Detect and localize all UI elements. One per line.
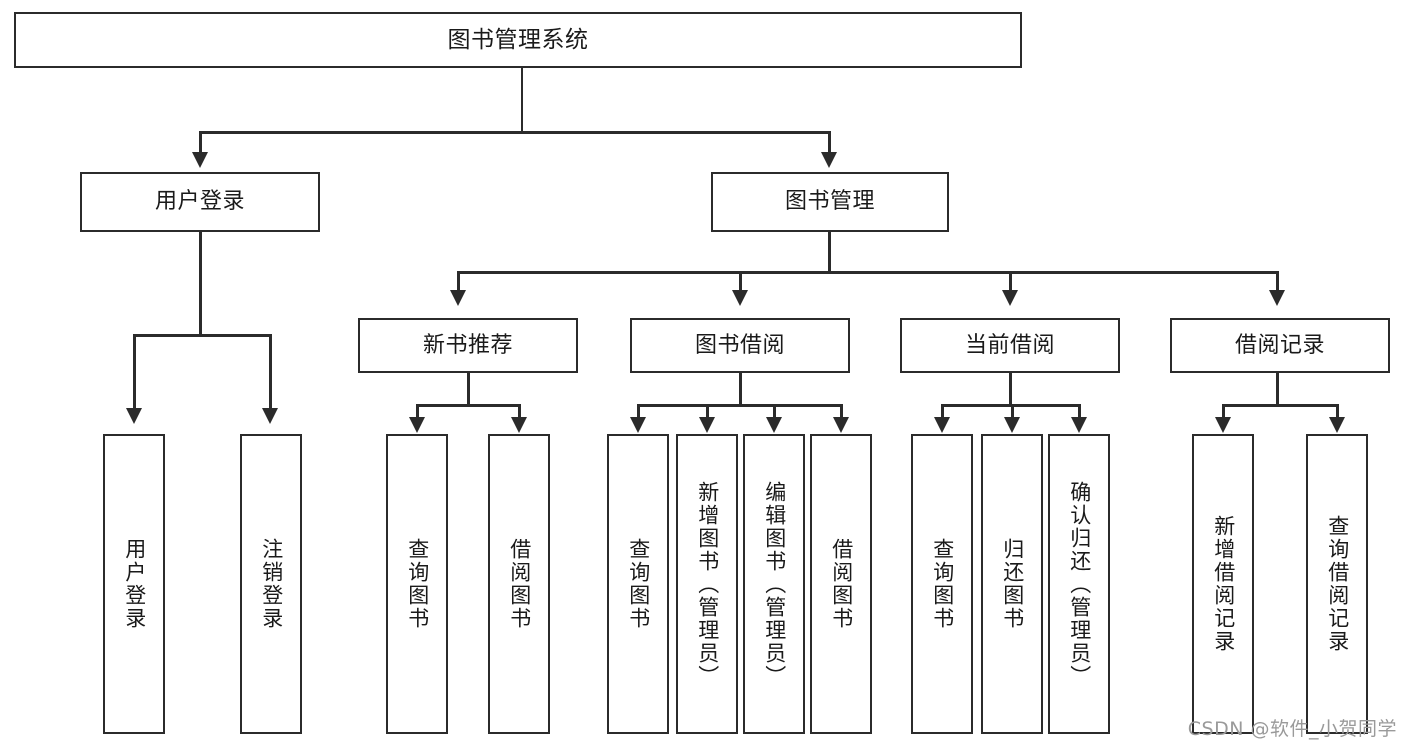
node-label: 归还图书 (1000, 538, 1025, 630)
arrow-user-login-leaf-1 (126, 408, 142, 424)
node-label: 图书借阅 (694, 332, 785, 358)
connector-book-borrow-bar (637, 404, 842, 407)
leaf-book-borrow-query[interactable]: 查询图书 (607, 434, 669, 734)
connector-book-manage-bar (457, 271, 1278, 274)
node-label: 查询图书 (930, 538, 955, 630)
node-label: 新增图书（管理员） (695, 480, 720, 688)
leaf-borrow-record-query[interactable]: 查询借阅记录 (1306, 434, 1368, 734)
node-current-borrow[interactable]: 当前借阅 (900, 318, 1120, 373)
leaf-new-book-query[interactable]: 查询图书 (386, 434, 448, 734)
leaf-user-login-login[interactable]: 用户登录 (103, 434, 165, 734)
arrow-user-login-leaf-2 (262, 408, 278, 424)
node-label: 图书管理系统 (447, 26, 589, 53)
connector-book-borrow-l4 (840, 404, 843, 420)
node-label: 查询图书 (626, 538, 651, 630)
arrow-to-current-borrow (1002, 290, 1018, 306)
arrow-book-borrow-leaf-2 (699, 417, 715, 433)
connector-user-login-right (269, 334, 272, 411)
arrow-new-book-leaf-1 (409, 417, 425, 433)
node-label: 借阅图书 (507, 538, 532, 630)
node-user-login[interactable]: 用户登录 (80, 172, 320, 232)
leaf-current-borrow-return[interactable]: 归还图书 (981, 434, 1043, 734)
connector-book-manage-b4 (1276, 271, 1279, 292)
connector-new-book-l1 (416, 404, 419, 420)
watermark-text: CSDN @软件_小贺同学 (1187, 718, 1397, 740)
node-root-system[interactable]: 图书管理系统 (14, 12, 1022, 68)
arrow-current-borrow-leaf-3 (1071, 417, 1087, 433)
node-borrow-record[interactable]: 借阅记录 (1170, 318, 1390, 373)
connector-book-manage-b3 (1009, 271, 1012, 292)
node-label: 新增借阅记录 (1211, 515, 1236, 653)
node-label: 借阅记录 (1234, 332, 1325, 358)
connector-user-login-bar (133, 334, 272, 337)
connector-book-borrow-l1 (637, 404, 640, 420)
node-label: 查询借阅记录 (1325, 515, 1350, 653)
leaf-book-borrow-add[interactable]: 新增图书（管理员） (676, 434, 738, 734)
leaf-borrow-record-add[interactable]: 新增借阅记录 (1192, 434, 1254, 734)
connector-user-login-stem (199, 232, 202, 336)
connector-current-borrow-l1 (941, 404, 944, 420)
node-label: 编辑图书（管理员） (762, 480, 787, 688)
arrow-root-to-user-login (192, 152, 208, 168)
node-label: 查询图书 (405, 538, 430, 630)
leaf-user-login-logout[interactable]: 注销登录 (240, 434, 302, 734)
leaf-current-borrow-query[interactable]: 查询图书 (911, 434, 973, 734)
node-new-book-recommend[interactable]: 新书推荐 (358, 318, 578, 373)
connector-book-borrow-stem (739, 373, 742, 406)
connector-current-borrow-l3 (1078, 404, 1081, 420)
arrow-to-book-borrow (732, 290, 748, 306)
arrow-borrow-record-leaf-1 (1215, 417, 1231, 433)
connector-book-manage-stem (828, 232, 831, 274)
connector-current-borrow-l2 (1011, 404, 1014, 420)
connector-root-to-book-manage (828, 131, 831, 155)
connector-current-borrow-stem (1009, 373, 1012, 406)
node-label: 图书管理 (784, 189, 875, 215)
leaf-book-borrow-borrow[interactable]: 借阅图书 (810, 434, 872, 734)
arrow-borrow-record-leaf-2 (1329, 417, 1345, 433)
connector-borrow-record-bar (1222, 404, 1339, 407)
connector-book-manage-b1 (457, 271, 460, 292)
node-label: 注销登录 (259, 538, 284, 630)
connector-user-login-left (133, 334, 136, 411)
connector-new-book-l2 (518, 404, 521, 420)
connector-root-to-user-login (199, 131, 202, 155)
node-label: 用户登录 (154, 189, 245, 215)
node-label: 借阅图书 (829, 538, 854, 630)
connector-borrow-record-l1 (1222, 404, 1225, 420)
node-label: 确认归还（管理员） (1067, 480, 1092, 688)
arrow-book-borrow-leaf-3 (766, 417, 782, 433)
arrow-book-borrow-leaf-1 (630, 417, 646, 433)
connector-borrow-record-stem (1276, 373, 1279, 406)
arrow-current-borrow-leaf-2 (1004, 417, 1020, 433)
arrow-current-borrow-leaf-1 (934, 417, 950, 433)
arrow-root-to-book-manage (821, 152, 837, 168)
leaf-current-borrow-confirm-return[interactable]: 确认归还（管理员） (1048, 434, 1110, 734)
connector-book-manage-b2 (739, 271, 742, 292)
connector-borrow-record-l2 (1336, 404, 1339, 420)
connector-book-borrow-l3 (773, 404, 776, 420)
node-label: 用户登录 (122, 538, 147, 630)
arrow-to-new-book-recommend (450, 290, 466, 306)
connector-new-book-stem (467, 373, 470, 406)
node-book-management[interactable]: 图书管理 (711, 172, 949, 232)
connector-book-borrow-l2 (706, 404, 709, 420)
connector-new-book-bar (416, 404, 521, 407)
leaf-new-book-borrow[interactable]: 借阅图书 (488, 434, 550, 734)
connector-root-stem (521, 68, 523, 132)
arrow-to-borrow-record (1269, 290, 1285, 306)
connector-root-bar (199, 131, 831, 134)
node-book-borrow[interactable]: 图书借阅 (630, 318, 850, 373)
leaf-book-borrow-edit[interactable]: 编辑图书（管理员） (743, 434, 805, 734)
arrow-new-book-leaf-2 (511, 417, 527, 433)
node-label: 新书推荐 (422, 332, 513, 358)
arrow-book-borrow-leaf-4 (833, 417, 849, 433)
node-label: 当前借阅 (964, 332, 1055, 358)
